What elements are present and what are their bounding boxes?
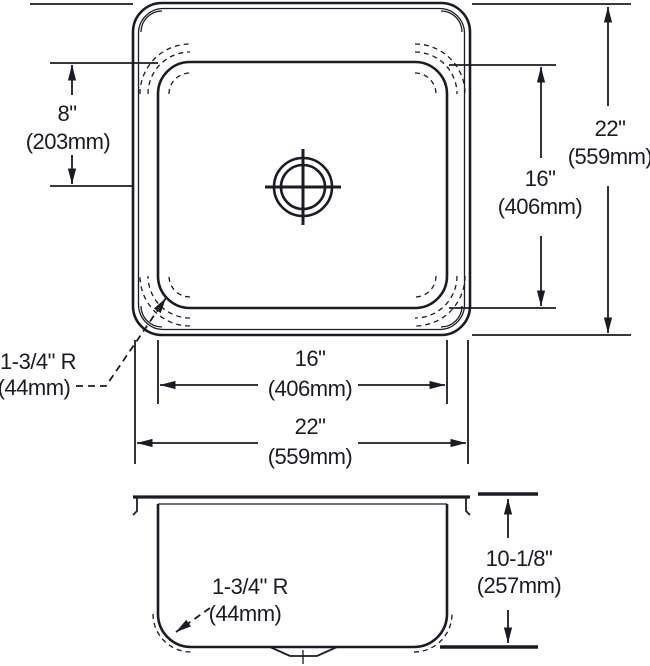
bottom-radius-label-line1: 1-3/4" R xyxy=(212,574,288,599)
rim-corner-contour xyxy=(440,305,463,328)
bowl-outline xyxy=(156,60,449,310)
dimension-lines xyxy=(67,6,613,448)
deck-corner-contour xyxy=(414,275,466,327)
bottom-radius-leader xyxy=(175,607,211,633)
dim-bowl-width-in: 16" xyxy=(295,346,326,371)
rim-corner-contour xyxy=(440,10,463,33)
deck-corner-contour xyxy=(147,51,191,95)
section-view: 10-1/8" (257mm) 1-3/4" R (44mm) xyxy=(132,492,562,664)
dim-bowl-width-mm: (406mm) xyxy=(268,376,353,401)
bowl-corner-blend xyxy=(168,275,191,298)
dim-overall-height-in: 22" xyxy=(595,116,626,141)
deck-corner-contour xyxy=(147,275,191,319)
dim-depth-in: 10-1/8" xyxy=(486,546,553,571)
section-rim-lip-right xyxy=(465,497,471,516)
section-corner-contour-right xyxy=(413,613,453,653)
deck-corner-contour xyxy=(414,275,458,319)
bottom-radius-label-line2: (44mm) xyxy=(209,601,282,626)
dim-drain-offset-in: 8" xyxy=(57,101,76,126)
dim-depth-mm: (257mm) xyxy=(477,573,562,598)
dim-overall-width-in: 22" xyxy=(295,414,326,439)
bowl-corner-blend xyxy=(414,275,437,298)
section-rim-lip-left xyxy=(132,497,138,516)
dim-drain-offset-mm: (203mm) xyxy=(26,129,111,154)
dim-overall-width-mm: (559mm) xyxy=(268,444,353,469)
dim-overall-height-mm: (559mm) xyxy=(568,144,650,169)
deck-corner-contour xyxy=(414,51,458,95)
section-corner-contour-left xyxy=(152,613,192,653)
rim-second-outline xyxy=(137,7,466,331)
bowl-corner-blend xyxy=(414,72,437,95)
deck-corner-contour xyxy=(139,43,191,95)
rim-outer-outline xyxy=(131,1,472,337)
rim-corner-contour xyxy=(140,10,163,33)
extension-lines xyxy=(30,3,631,464)
plan-view: 8" (203mm) 16" (406mm) 22" (559mm) 16" (… xyxy=(0,1,650,469)
deck-corner-contour xyxy=(414,43,466,95)
corner-radius-label-line2: (44mm) xyxy=(0,375,70,400)
bowl-corner-blend xyxy=(168,72,191,95)
rim-corner-contour xyxy=(140,305,163,328)
section-bowl-profile xyxy=(156,504,449,649)
dim-bowl-height-in: 16" xyxy=(525,166,556,191)
dim-bowl-height-mm: (406mm) xyxy=(498,194,583,219)
corner-radius-label-line1: 1-3/4" R xyxy=(0,349,76,374)
corner-radius-leader xyxy=(76,297,167,387)
drain xyxy=(265,149,341,225)
